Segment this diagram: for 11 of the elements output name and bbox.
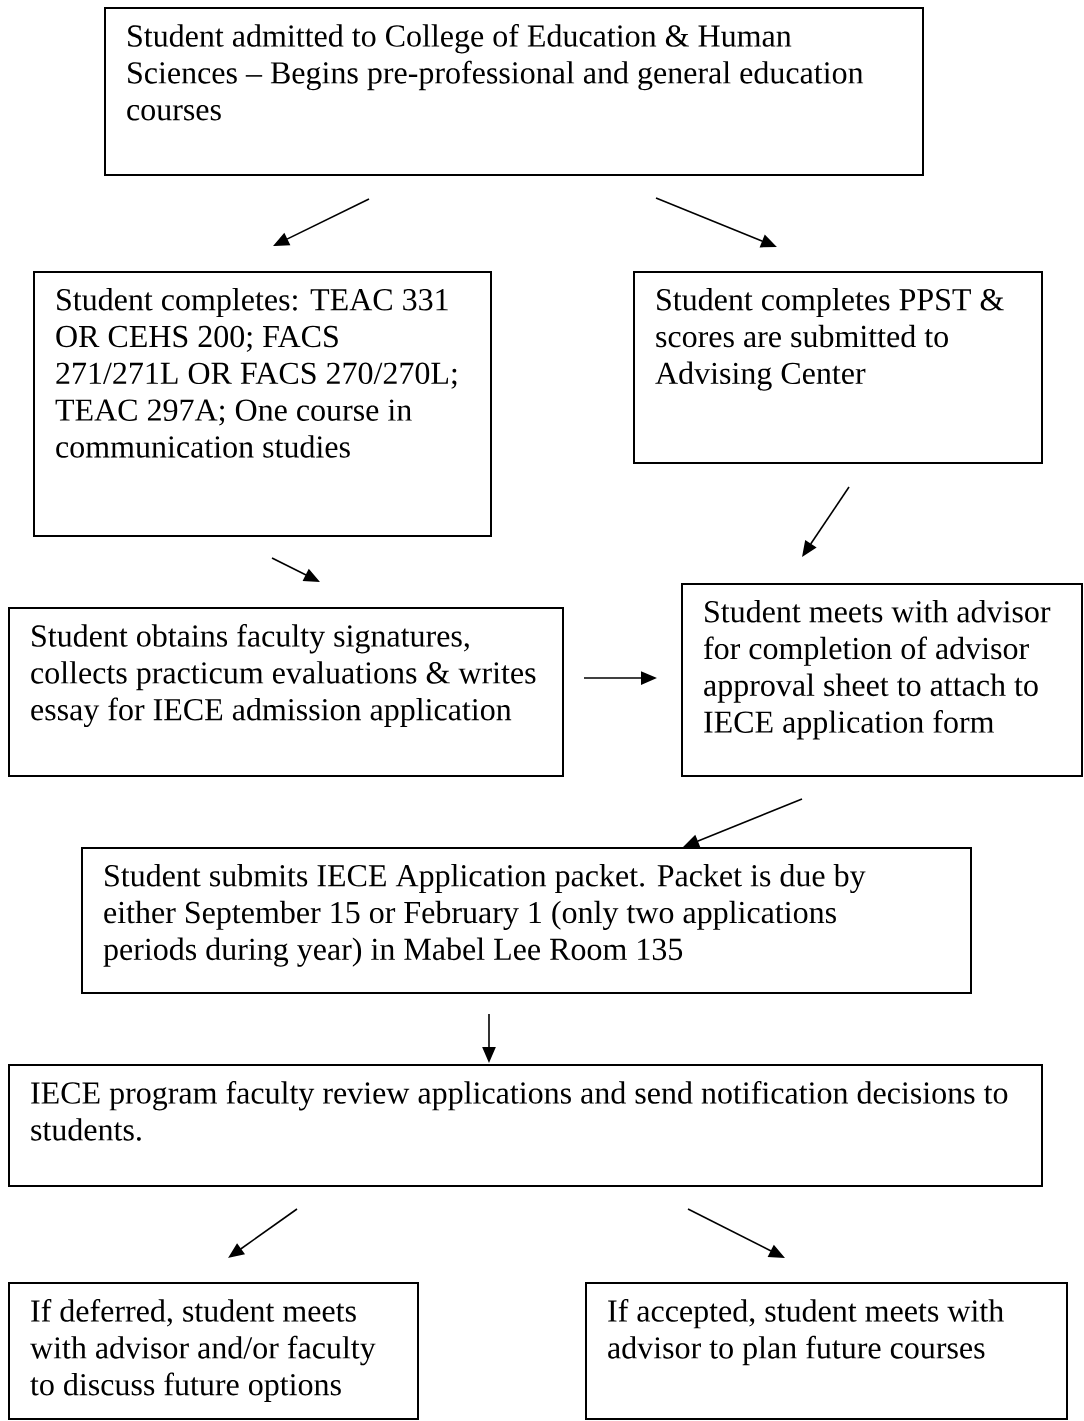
- process-box: If deferred, student meets with advisor and/or faculty to discuss future options: [8, 1282, 419, 1420]
- process-box: Student meets with advisor for completion of advisor approval sheet to attach to IECE application form: [681, 583, 1083, 777]
- process-box: Student completes: TEAC 331 OR CEHS 200; FACS 271/271L OR FACS 270/270L; TEAC 297A; One course in communication studies: [33, 271, 492, 537]
- process-box: Student completes PPST & scores are submitted to Advising Center: [633, 271, 1043, 464]
- process-box: Student submits IECE Application packet. Packet is due by either September 15 or February 1 (only two applications periods during year) in Mabel Lee Room 135: [81, 847, 972, 994]
- process-box: Student obtains faculty signatures, collects practicum evaluations & writes essay for IECE admission application: [8, 607, 564, 777]
- process-box: IECE program faculty review applications and send notification decisions to students.: [8, 1064, 1043, 1187]
- process-box: Student admitted to College of Education & Human Sciences – Begins pre-professional and general education courses: [104, 7, 924, 176]
- arrow: [802, 486, 850, 557]
- arrow: [228, 1208, 298, 1258]
- process-box: If accepted, student meets with advisor to plan future courses: [585, 1282, 1068, 1420]
